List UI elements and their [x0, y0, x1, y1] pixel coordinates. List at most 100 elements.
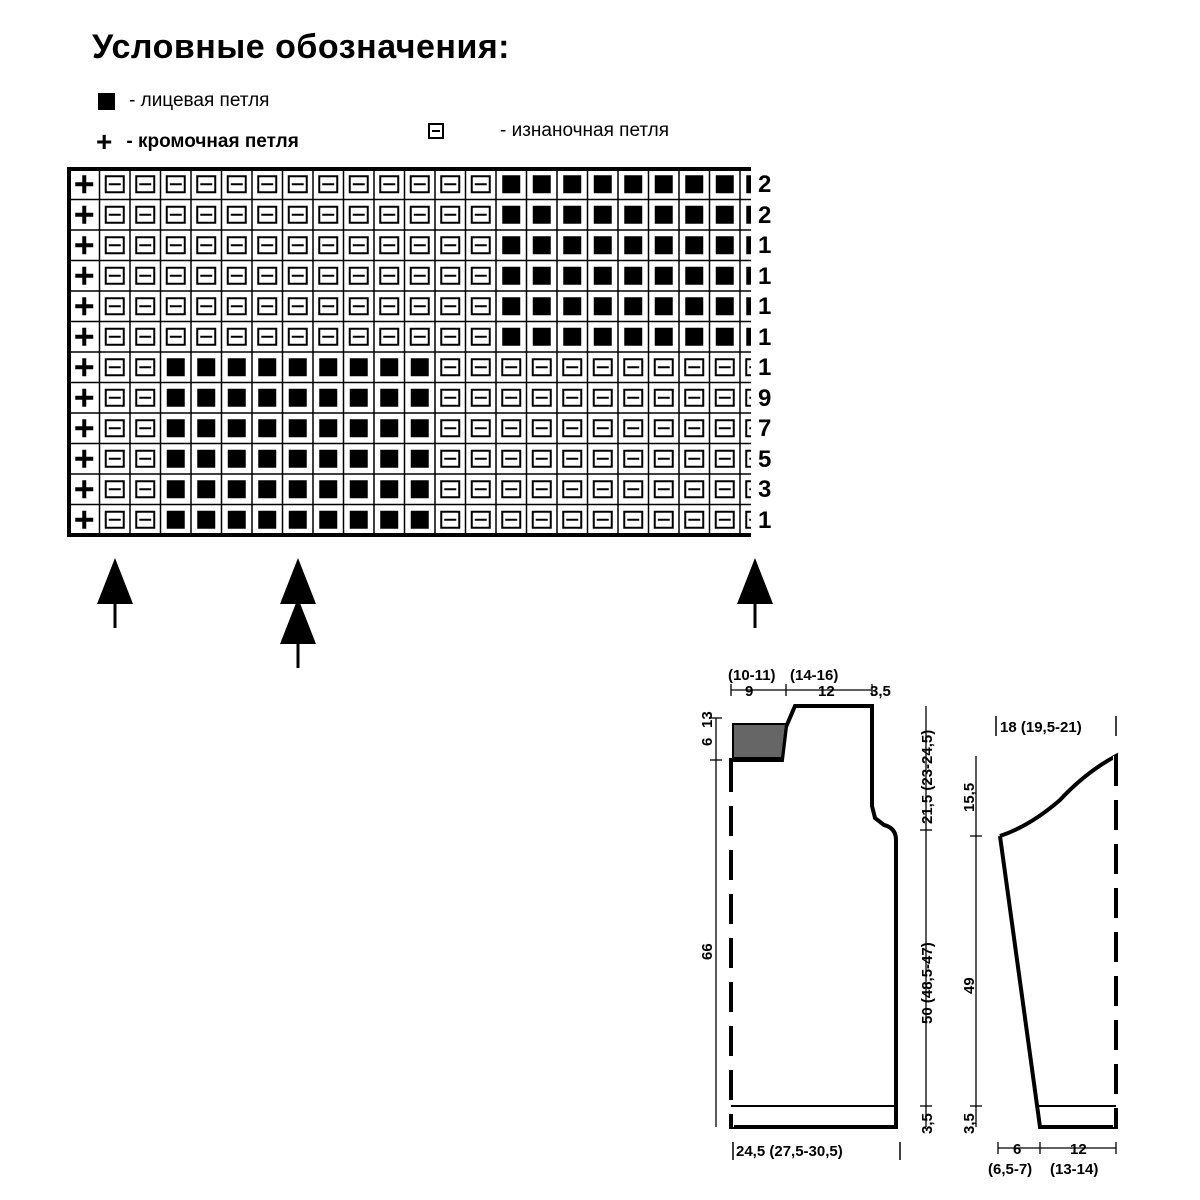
row-number: 1	[758, 232, 772, 259]
knit-stitch	[746, 236, 751, 255]
knit-stitch	[197, 510, 216, 529]
purl-stitch	[440, 419, 461, 438]
purl-stitch	[440, 327, 461, 346]
knit-stitch	[502, 297, 521, 316]
legend-knit-label: - лицевая петля	[129, 90, 270, 111]
purl-stitch	[104, 510, 125, 529]
purl-stitch	[501, 388, 522, 407]
knit-stitch	[532, 297, 551, 316]
row-number: 1	[758, 506, 772, 534]
purl-stitch	[409, 236, 430, 255]
double-arrow-up-icon	[276, 558, 320, 673]
purl-stitch	[531, 419, 552, 438]
purl-stitch	[379, 236, 400, 255]
knit-stitch	[410, 358, 429, 377]
body-top-label-2: (14-16)	[790, 667, 838, 684]
knit-stitch	[685, 236, 704, 255]
knit-stitch	[746, 266, 751, 285]
purl-stitch	[653, 358, 674, 377]
knit-stitch	[288, 480, 307, 499]
purl-stitch	[440, 175, 461, 194]
purl-stitch	[745, 388, 751, 407]
edge-stitch	[75, 266, 94, 285]
purl-stitch	[562, 480, 583, 499]
purl-stitch	[653, 510, 674, 529]
purl-stitch	[440, 510, 461, 529]
purl-stitch	[562, 510, 583, 529]
purl-stitch	[226, 205, 247, 224]
sleeve-left-label-1: 15,5	[961, 783, 978, 812]
knit-stitch	[532, 327, 551, 346]
row-number: 1	[758, 323, 772, 351]
purl-stitch	[531, 358, 552, 377]
knit-stitch	[319, 358, 338, 377]
purl-stitch	[745, 449, 751, 468]
knit-stitch	[532, 236, 551, 255]
purl-stitch	[318, 236, 339, 255]
legend-edge-label: - кромочная петля	[126, 131, 299, 152]
purl-stitch	[623, 449, 644, 468]
purl-stitch	[714, 358, 735, 377]
knit-stitch	[685, 266, 704, 285]
body-left-label-2: 13	[700, 711, 716, 728]
purl-stitch	[257, 266, 278, 285]
body-top-label-4: 12	[818, 683, 835, 700]
purl-stitch	[135, 297, 156, 316]
knit-stitch	[502, 327, 521, 346]
purl-stitch	[135, 236, 156, 255]
sleeve-bottom-label-1: 6	[1013, 1141, 1021, 1158]
purl-stitch	[165, 327, 186, 346]
knit-stitch	[227, 358, 246, 377]
purl-stitch	[257, 297, 278, 316]
knit-stitch	[380, 510, 399, 529]
knit-stitch	[349, 419, 368, 438]
purl-stitch	[440, 266, 461, 285]
purl-stitch	[379, 266, 400, 285]
purl-stitch	[592, 388, 613, 407]
purl-stitch	[257, 175, 278, 194]
body-schematic: (10-11) (14-16) 9 12 3,5 6 13 66 21,5 (2…	[700, 667, 936, 1160]
knit-stitch	[532, 266, 551, 285]
row-number: 1	[758, 262, 772, 290]
plus-icon: +	[96, 126, 113, 157]
edge-stitch	[75, 297, 94, 316]
purl-stitch	[745, 358, 751, 377]
knit-stitch	[502, 205, 521, 224]
sleeve-left-label-3: 3,5	[961, 1113, 978, 1134]
knit-stitch	[502, 266, 521, 285]
purl-stitch	[501, 358, 522, 377]
purl-stitch	[348, 297, 369, 316]
purl-stitch	[287, 297, 308, 316]
knit-stitch	[197, 419, 216, 438]
purl-stitch	[104, 388, 125, 407]
purl-stitch	[379, 175, 400, 194]
purl-stitch	[470, 266, 491, 285]
purl-stitch	[501, 480, 522, 499]
purl-stitch	[287, 205, 308, 224]
knit-stitch	[715, 175, 734, 194]
knit-stitch	[563, 266, 582, 285]
purl-stitch	[562, 449, 583, 468]
filled-square-icon	[98, 92, 115, 110]
purl-stitch	[409, 327, 430, 346]
edge-stitch	[75, 205, 94, 224]
purl-stitch	[135, 175, 156, 194]
purl-stitch	[470, 236, 491, 255]
purl-stitch	[470, 297, 491, 316]
knit-stitch	[563, 236, 582, 255]
purl-stitch	[287, 327, 308, 346]
purl-stitch	[440, 297, 461, 316]
knit-stitch	[563, 205, 582, 224]
row-number: 5	[758, 445, 772, 473]
knit-stitch	[227, 480, 246, 499]
purl-stitch	[470, 358, 491, 377]
knit-stitch	[258, 480, 277, 499]
edge-stitch	[75, 358, 94, 377]
knit-stitch	[410, 419, 429, 438]
knit-stitch	[624, 175, 643, 194]
body-top-label-1: (10-11)	[728, 667, 776, 684]
purl-stitch	[440, 388, 461, 407]
purl-stitch	[623, 510, 644, 529]
purl-stitch	[470, 327, 491, 346]
knit-stitch	[563, 297, 582, 316]
